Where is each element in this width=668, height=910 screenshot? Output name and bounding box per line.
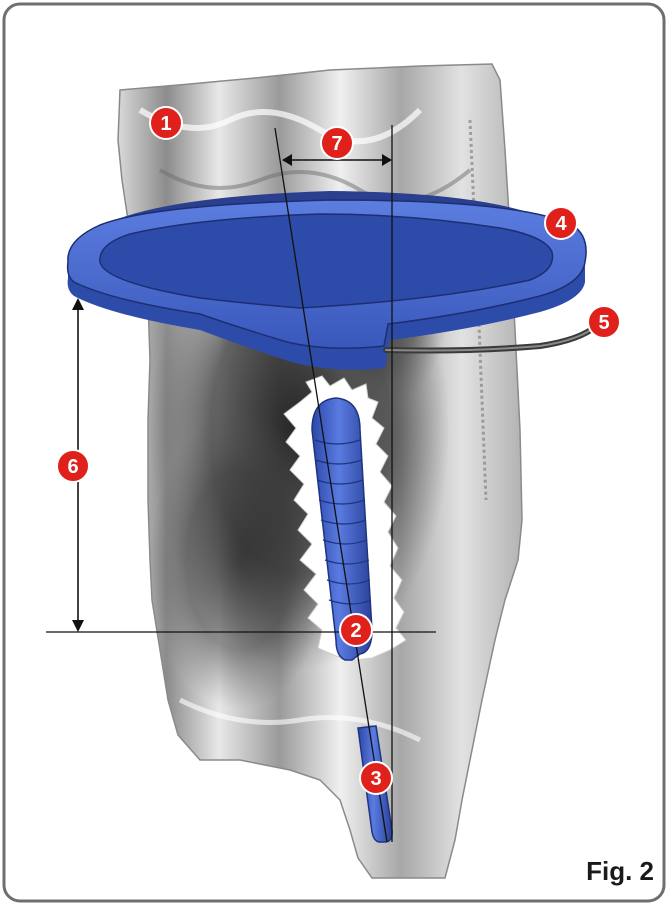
marker-2-label: 2: [350, 620, 361, 642]
marker-5-label: 5: [598, 312, 609, 334]
marker-7-label: 7: [331, 133, 342, 155]
marker-1: 1: [150, 107, 182, 139]
marker-5: 5: [588, 306, 620, 338]
figure-label: Fig. 2: [586, 856, 654, 887]
marker-4: 4: [545, 207, 577, 239]
marker-6-label: 6: [67, 456, 78, 478]
marker-6: 6: [57, 450, 89, 482]
marker-2: 2: [340, 614, 372, 646]
marker-3: 3: [360, 762, 392, 794]
marker-4-label: 4: [555, 213, 567, 235]
marker-1-label: 1: [160, 113, 171, 135]
marker-3-label: 3: [370, 768, 381, 790]
marker-7: 7: [321, 127, 353, 159]
